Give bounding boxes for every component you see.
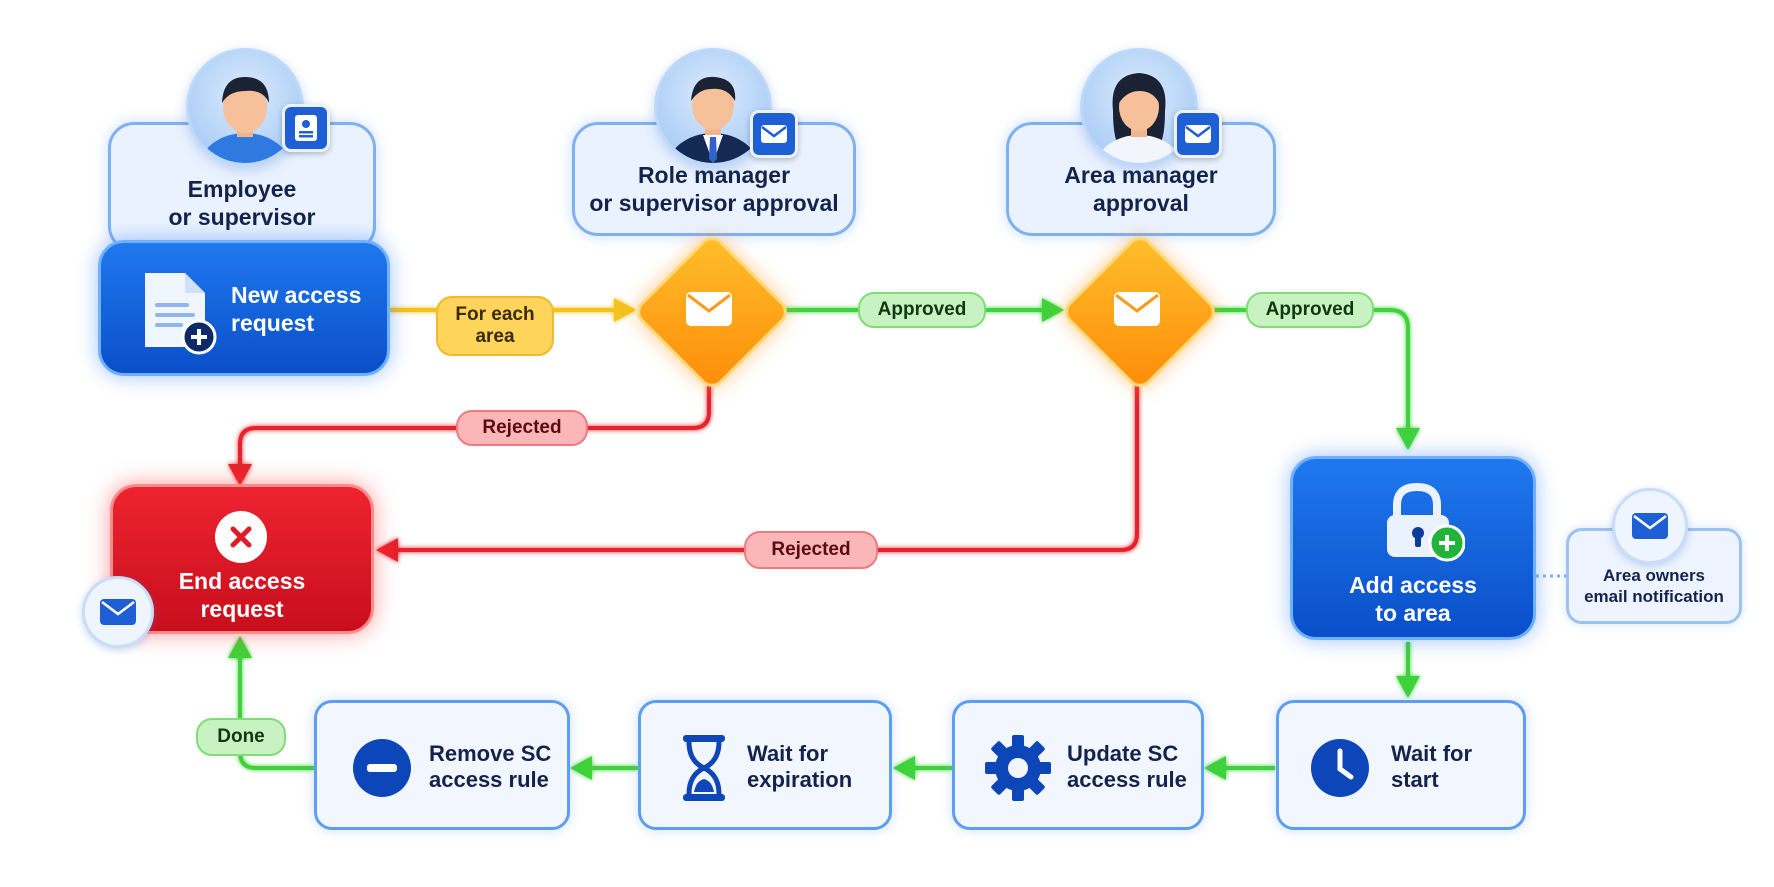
edge-to-wait-start bbox=[1396, 642, 1420, 698]
close-circle-icon bbox=[215, 511, 267, 563]
rejected-label-1: Rejected bbox=[456, 410, 588, 446]
clock-icon bbox=[1311, 739, 1369, 797]
lock-add-icon bbox=[1387, 482, 1465, 562]
minus-circle-icon bbox=[353, 739, 411, 797]
approved-label-1: Approved bbox=[858, 292, 986, 328]
document-add-icon bbox=[145, 273, 217, 355]
id-badge-icon bbox=[282, 104, 330, 152]
person-icon bbox=[667, 76, 759, 163]
mail-icon bbox=[686, 292, 732, 326]
edge-rejected-2 bbox=[376, 385, 1139, 562]
edge-to-remove-rule bbox=[570, 756, 638, 780]
mail-icon bbox=[750, 110, 798, 158]
edge-to-update-rule bbox=[1204, 756, 1275, 780]
person-icon bbox=[1095, 73, 1183, 163]
mail-icon bbox=[82, 576, 154, 648]
person-icon bbox=[199, 77, 291, 163]
gear-icon bbox=[985, 735, 1051, 801]
rejected-label-2: Rejected bbox=[744, 531, 878, 569]
edge-approved-2 bbox=[1210, 308, 1420, 450]
area-manager-avatar bbox=[1080, 48, 1198, 166]
edge-to-wait-expiration bbox=[893, 756, 952, 780]
mail-icon bbox=[1174, 110, 1222, 158]
mail-icon bbox=[1114, 292, 1160, 326]
done-label: Done bbox=[196, 718, 286, 756]
approved-label-2: Approved bbox=[1246, 292, 1374, 328]
hourglass-icon bbox=[683, 735, 725, 801]
mail-icon bbox=[1612, 488, 1688, 564]
